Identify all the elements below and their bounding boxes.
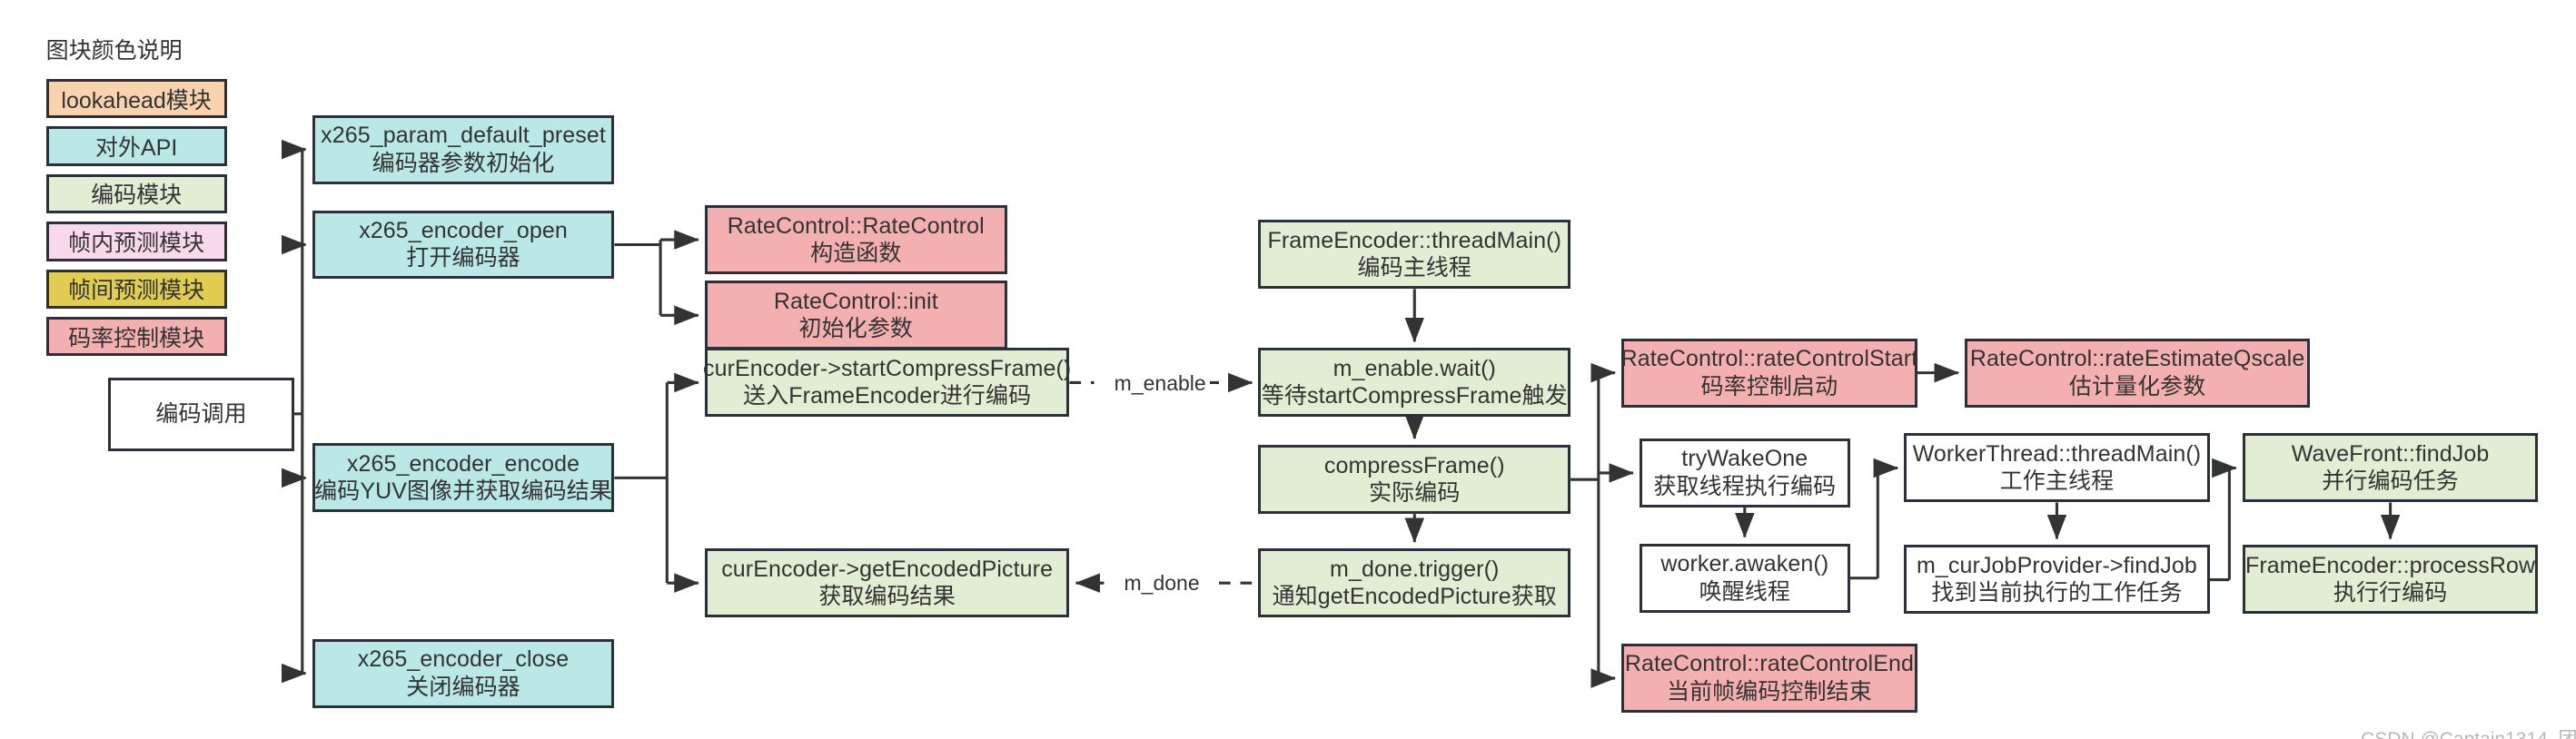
node-subtitle: 编码主线程: [1357, 255, 1472, 281]
node-title: RateControl::init: [773, 288, 938, 314]
watermark: CSDN @Captain1314_团: [2361, 724, 2576, 739]
node-subtitle: 找到当前执行的工作任务: [1931, 580, 2183, 606]
node-subtitle: 当前帧编码控制结束: [1666, 678, 1872, 705]
node-subtitle: 唤醒线程: [1699, 578, 1790, 605]
legend-item-label: lookahead模块: [61, 87, 212, 113]
node-title: x265_encoder_close: [357, 646, 570, 673]
node-entry[interactable]: 编码调用: [108, 377, 294, 452]
node-wtthread[interactable]: WorkerThread::threadMain()工作主线程: [1904, 433, 2210, 503]
node-title: WorkerThread::threadMain(): [1912, 440, 2202, 467]
node-title: RateControl::rateControlStart: [1620, 346, 1918, 372]
legend-item-label: 对外API: [94, 134, 178, 161]
node-subtitle: 送入FrameEncoder进行编码: [743, 383, 1032, 409]
node-subtitle: 码率控制启动: [1700, 373, 1838, 399]
node-subtitle: 打开编码器: [406, 245, 520, 271]
node-title: curEncoder->startCompressFrame(): [702, 355, 1072, 381]
node-title: RateControl::RateControl: [727, 212, 985, 239]
node-compframe[interactable]: compressFrame()实际编码: [1258, 445, 1571, 515]
edge-label-0: m_enable: [1110, 370, 1210, 396]
legend-item-1: 对外API: [45, 126, 227, 166]
node-subtitle: 工作主线程: [1999, 468, 2115, 495]
node-subtitle: 获取编码结果: [818, 584, 956, 610]
node-subtitle: 编码YUV图像并获取编码结果: [314, 478, 612, 505]
node-subtitle: 执行行编码: [2333, 580, 2448, 606]
legend-item-label: 码率控制模块: [68, 325, 205, 351]
legend-item-0: lookahead模块: [45, 78, 227, 119]
node-title: WaveFront::findJob: [2291, 440, 2490, 467]
node-title: tryWakeOne: [1681, 446, 1808, 472]
node-title: worker.awaken(): [1660, 551, 1829, 577]
legend-item-4: 帧间预测模块: [45, 269, 227, 310]
legend-item-label: 帧内预测模块: [68, 230, 205, 256]
node-mdone[interactable]: m_done.trigger()通知getEncodedPicture获取: [1258, 548, 1571, 618]
node-subtitle: 编码器参数初始化: [372, 150, 555, 176]
node-subtitle: 并行编码任务: [2322, 468, 2459, 495]
node-subtitle: 构造函数: [810, 241, 902, 267]
node-title: compressFrame(): [1323, 452, 1505, 478]
node-subtitle: 关闭编码器: [406, 674, 520, 700]
node-workawake[interactable]: worker.awaken()唤醒线程: [1640, 543, 1850, 613]
legend-item-3: 帧内预测模块: [45, 222, 227, 261]
legend-item-label: 帧间预测模块: [68, 278, 205, 304]
node-startcomp[interactable]: curEncoder->startCompressFrame()送入FrameE…: [702, 348, 1072, 418]
node-subtitle: 估计量化参数: [2068, 373, 2206, 399]
node-fethread[interactable]: FrameEncoder::threadMain()编码主线程: [1258, 220, 1571, 290]
node-mwait[interactable]: m_enable.wait()等待startCompressFrame触发: [1258, 348, 1571, 418]
legend-item-label: 编码模块: [91, 182, 183, 209]
legend-title: 图块颜色说明: [45, 38, 183, 64]
node-title: m_curJobProvider->findJob: [1917, 552, 2197, 578]
legend-item-2: 编码模块: [45, 173, 227, 214]
node-subtitle: 获取线程执行编码: [1653, 473, 1837, 499]
node-title: m_done.trigger(): [1330, 556, 1500, 582]
node-title: x265_encoder_encode: [346, 450, 580, 477]
node-subtitle: 通知getEncodedPicture获取: [1272, 584, 1557, 610]
legend-item-5: 码率控制模块: [45, 317, 227, 357]
node-title: 编码调用: [155, 401, 247, 428]
edge-label-1: m_done: [1120, 571, 1204, 596]
node-title: curEncoder->getEncodedPicture: [721, 556, 1054, 582]
node-title: x265_encoder_open: [359, 217, 568, 243]
node-title: RateControl::rateEstimateQscale: [1969, 346, 2305, 372]
node-subtitle: 实际编码: [1369, 480, 1461, 507]
node-subtitle: 等待startCompressFrame触发: [1261, 383, 1568, 409]
node-title: m_enable.wait(): [1333, 355, 1496, 381]
node-title: FrameEncoder::processRow: [2245, 552, 2536, 578]
node-subtitle: 初始化参数: [798, 316, 914, 342]
node-title: RateControl::rateControlEnd: [1624, 651, 1914, 677]
node-title: x265_param_default_preset: [321, 123, 606, 149]
node-title: FrameEncoder::threadMain(): [1267, 227, 1562, 253]
